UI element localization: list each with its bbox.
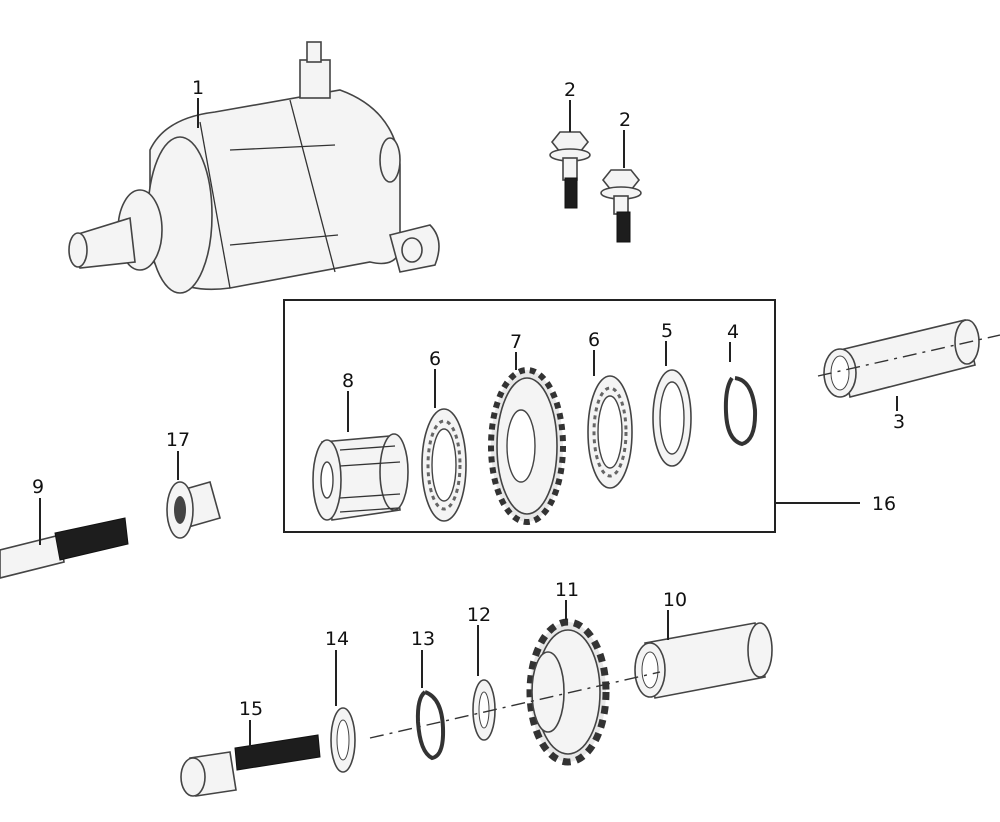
flange-bolt-a <box>549 131 591 209</box>
callout-4: 4 <box>727 321 739 343</box>
starter-motor <box>68 41 440 294</box>
callout-16: 16 <box>872 493 896 515</box>
callout-8: 8 <box>342 370 354 392</box>
shaft-collar <box>166 481 221 539</box>
callout-9: 9 <box>32 476 44 498</box>
callout-13: 13 <box>411 628 435 650</box>
callout-17: 17 <box>166 429 190 451</box>
bushing-lower <box>634 622 773 699</box>
callout-2a: 2 <box>564 79 576 101</box>
flange-bolt-b <box>600 169 642 243</box>
leader-lines <box>39 98 898 748</box>
callout-3: 3 <box>893 411 905 433</box>
callout-12: 12 <box>467 604 491 626</box>
washer <box>652 369 692 467</box>
callout-labels: 1 2 2 3 4 5 6 6 7 8 9 10 11 12 13 14 15 … <box>32 77 905 720</box>
intermediate-gear <box>526 618 610 766</box>
callout-2b: 2 <box>619 109 631 131</box>
callout-15: 15 <box>239 698 263 720</box>
circlip <box>723 376 758 447</box>
callout-6b: 6 <box>588 329 600 351</box>
callout-5: 5 <box>661 320 673 342</box>
callout-7: 7 <box>510 331 522 353</box>
bushing-upper <box>817 319 1000 398</box>
needle-bearing-a <box>421 408 467 522</box>
starter-gear <box>488 367 566 525</box>
callout-10: 10 <box>663 589 687 611</box>
washer-lower <box>472 679 496 741</box>
washer-outer <box>330 707 356 773</box>
callout-1: 1 <box>192 77 204 99</box>
socket-bolt <box>180 734 321 797</box>
circlip-lower <box>415 690 446 761</box>
assembly-group-box <box>283 299 776 533</box>
callout-6a: 6 <box>429 348 441 370</box>
callout-14: 14 <box>325 628 349 650</box>
needle-bearing-b <box>587 375 633 489</box>
callout-11: 11 <box>555 579 579 601</box>
long-shaft <box>0 517 129 579</box>
gear-sleeve <box>312 433 409 521</box>
